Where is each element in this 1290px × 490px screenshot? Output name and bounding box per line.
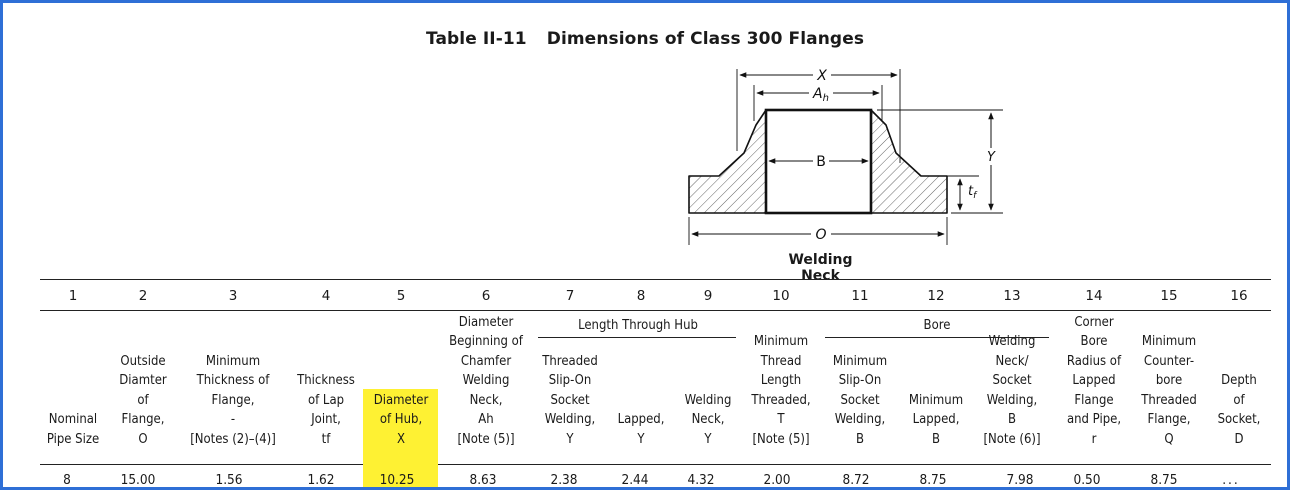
column-number: 14 <box>1085 288 1103 304</box>
dim-b-label: B <box>816 154 826 170</box>
cell-outside-diameter: 15.00 <box>120 472 156 488</box>
cell-welding-neck-y: 4.32 <box>687 472 715 488</box>
table-title-text: Dimensions of Class 300 Flanges <box>546 29 865 49</box>
group-header-bore: Bore <box>923 318 951 333</box>
diagram-caption: Welding Neck <box>788 252 853 284</box>
welding-neck-flange-diagram: X Ah B O Y tf <box>688 68 1003 245</box>
column-header-thread-length: Minimum Thread Length Threaded, T [Note … <box>751 334 811 447</box>
table-number: Table II-11 <box>425 29 527 49</box>
cell-welding-neck-bore: 7.98 <box>1006 472 1034 488</box>
highlight-diameter-of-hub <box>363 389 438 487</box>
column-header-outside-diameter: Outside Diamter of Flange, O <box>119 353 167 447</box>
column-header-min-thickness: Minimum Thickness of Flange, - [Notes (2… <box>190 353 276 447</box>
dim-o-label: O <box>815 227 826 243</box>
cell-socket-depth: ... <box>1222 472 1240 488</box>
column-header-nominal-pipe-size: Nominal Pipe Size <box>46 412 100 447</box>
column-header-chamfer-diameter: Diameter Beginning of Chamfer Welding Ne… <box>449 314 523 447</box>
cell-nominal-pipe-size: 8 <box>63 472 71 488</box>
column-number: 12 <box>927 288 945 304</box>
column-number: 3 <box>228 288 238 304</box>
column-header-corner-radius: Corner Bore Radius of Lapped Flange and … <box>1066 314 1122 447</box>
dim-x-label: X <box>816 68 827 84</box>
cell-lapped-y: 2.44 <box>621 472 649 488</box>
group-rule-bore <box>825 337 1049 338</box>
column-number: 2 <box>138 288 148 304</box>
column-header-lap-joint-thickness: Thickness of Lap Joint, tf <box>297 373 355 447</box>
column-header-threaded-slipon-y: Threaded Slip-On Socket Welding, Y <box>542 353 598 447</box>
cell-thread-length: 2.00 <box>763 472 791 488</box>
column-number: 8 <box>636 288 646 304</box>
dim-ah-label: Ah <box>812 86 829 104</box>
group-header-length-through-hub: Length Through Hub <box>578 318 698 333</box>
cell-corner-radius: 0.50 <box>1073 472 1101 488</box>
column-header-welding-neck-bore: Welding Neck/ Socket Welding, B [Note (6… <box>983 334 1041 447</box>
cell-counterbore: 8.75 <box>1150 472 1178 488</box>
column-header-diameter-of-hub: Diameter of Hub, X <box>373 392 429 447</box>
column-number: 1 <box>68 288 78 304</box>
column-header-welding-neck-y: Welding Neck, Y <box>684 392 732 447</box>
column-number: 5 <box>396 288 406 304</box>
column-header-lapped-bore: Minimum Lapped, B <box>908 392 964 447</box>
column-number: 9 <box>703 288 713 304</box>
cell-slipon-bore: 8.72 <box>842 472 870 488</box>
column-header-socket-depth: Depth of Socket, D <box>1217 373 1261 447</box>
column-number-rule <box>40 310 1271 311</box>
column-number: 10 <box>772 288 790 304</box>
column-number: 13 <box>1003 288 1021 304</box>
cell-chamfer-diameter: 8.63 <box>469 472 497 488</box>
cell-lap-joint-thickness: 1.62 <box>307 472 335 488</box>
cell-threaded-slipon-y: 2.38 <box>550 472 578 488</box>
column-number: 7 <box>565 288 575 304</box>
header-bottom-rule <box>40 464 1271 465</box>
table-title: Table II-11 Dimensions of Class 300 Flang… <box>3 29 1287 49</box>
dim-y-label: Y <box>987 150 996 165</box>
dim-tf-label: tf <box>968 184 978 201</box>
cell-min-thickness: 1.56 <box>215 472 243 488</box>
column-number: 15 <box>1160 288 1178 304</box>
table-top-rule <box>40 279 1271 280</box>
column-header-lapped-y: Lapped, Y <box>617 412 665 447</box>
column-header-slipon-bore: Minimum Slip-On Socket Welding, B <box>832 353 888 447</box>
cell-lapped-bore: 8.75 <box>919 472 947 488</box>
column-number: 4 <box>321 288 331 304</box>
column-number: 16 <box>1230 288 1248 304</box>
cell-diameter-of-hub: 10.25 <box>379 472 415 488</box>
column-number: 11 <box>851 288 869 304</box>
column-header-counterbore: Minimum Counter- bore Threaded Flange, Q <box>1141 334 1197 447</box>
column-number: 6 <box>481 288 491 304</box>
group-rule-length-through-hub <box>538 337 736 338</box>
